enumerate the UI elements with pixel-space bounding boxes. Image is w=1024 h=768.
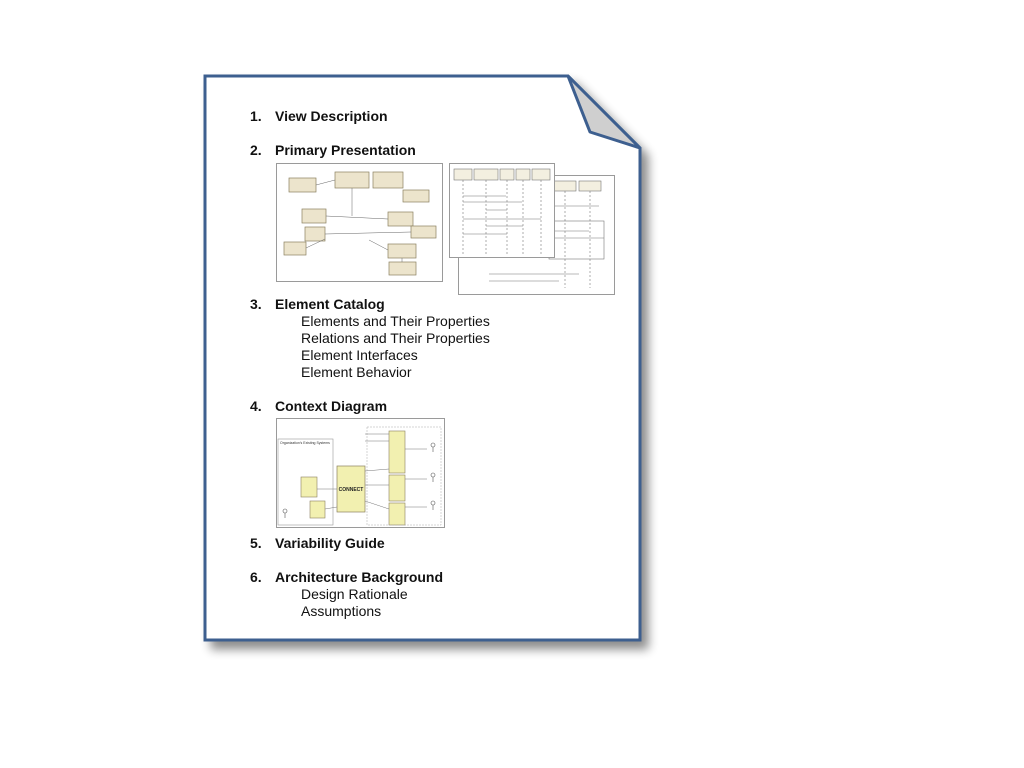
- subitem-design-rationale: Design Rationale: [301, 586, 408, 602]
- section-3: 3. Element Catalog: [250, 296, 385, 313]
- subitem-relations-properties: Relations and Their Properties: [301, 330, 490, 346]
- subitem-element-interfaces: Element Interfaces: [301, 347, 418, 363]
- subitem-elements-properties: Elements and Their Properties: [301, 313, 490, 329]
- section-number: 6.: [250, 569, 262, 585]
- section-title: Primary Presentation: [275, 142, 416, 158]
- subitem-element-behavior: Element Behavior: [301, 364, 412, 380]
- section-number: 2.: [250, 142, 262, 158]
- section-title: View Description: [275, 108, 388, 124]
- section-title: Context Diagram: [275, 398, 388, 414]
- page-body: [203, 74, 642, 642]
- component-diagram-thumbnail: [276, 163, 443, 282]
- section-2: 2. Primary Presentation: [250, 142, 416, 159]
- section-title: Element Catalog: [275, 296, 385, 312]
- section-title: Variability Guide: [275, 535, 385, 551]
- context-diagram-thumbnail: Organization's Existing Systems CONNECT: [276, 418, 445, 528]
- sequence-diagram-thumbnail-front: [449, 163, 555, 258]
- section-number: 5.: [250, 535, 262, 551]
- context-group-label: Organization's Existing Systems: [280, 441, 330, 445]
- section-number: 3.: [250, 296, 262, 312]
- section-4: 4. Context Diagram: [250, 398, 387, 415]
- subitem-assumptions: Assumptions: [301, 603, 382, 619]
- section-number: 4.: [250, 398, 262, 414]
- section-number: 1.: [250, 108, 262, 124]
- page-fold: [566, 74, 642, 150]
- section-title: Architecture Background: [275, 569, 444, 585]
- section-5: 5. Variability Guide: [250, 535, 385, 552]
- section-1: 1. View Description: [250, 108, 388, 125]
- connect-block-label: CONNECT: [339, 487, 364, 493]
- section-6: 6. Architecture Background: [250, 569, 443, 586]
